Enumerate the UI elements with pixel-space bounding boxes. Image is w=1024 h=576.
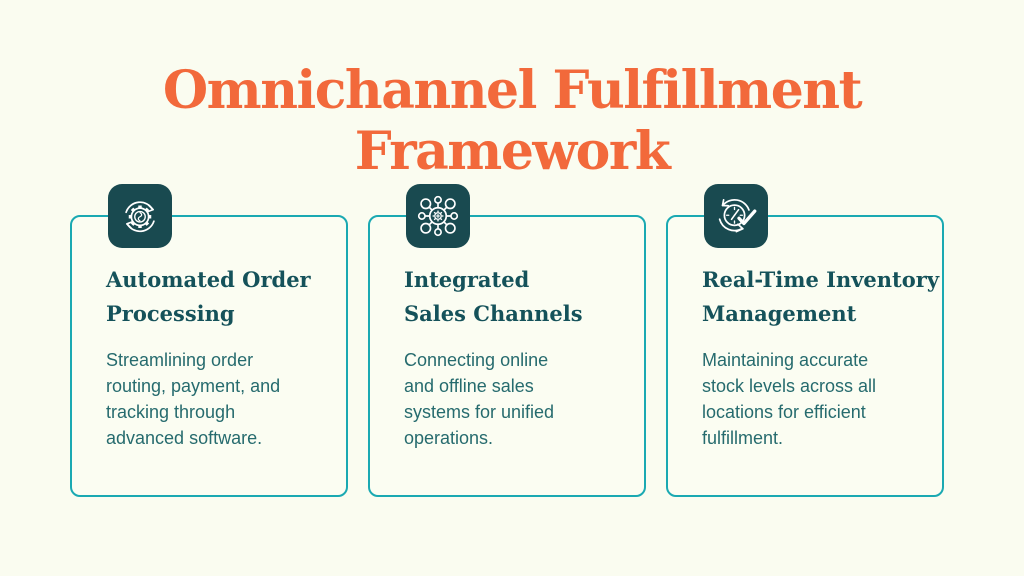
card-description-line: fulfillment. [702, 428, 784, 449]
card-description-line: stock levels across all [702, 376, 877, 397]
hub-network-icon [417, 195, 459, 237]
card-heading-line: Integrated [404, 267, 530, 292]
clock-sync-check-icon-badge [704, 184, 768, 248]
card-heading-line: Management [702, 301, 857, 327]
card-heading: Real-Time Inventory Management [702, 263, 940, 331]
card-description-line: tracking through [106, 402, 236, 423]
card-description-line: and offline sales [404, 376, 534, 397]
card-heading: Integrated Sales Channels [404, 263, 610, 331]
card-heading-line: Automated Order [106, 267, 311, 292]
cards-row: Automated Order Processing Streamlining … [70, 184, 944, 497]
clock-sync-check-icon [718, 198, 757, 233]
card-real-time-inventory-management: Real-Time Inventory Management Maintaini… [666, 184, 944, 497]
card-heading-line: Real-Time Inventory [702, 267, 940, 292]
hub-network-icon-badge [406, 184, 470, 248]
card-automated-order-processing: Automated Order Processing Streamlining … [70, 184, 348, 497]
card-description-line: Streamlining order [106, 350, 254, 371]
page-title: Omnichannel Fulfillment Framework [162, 60, 863, 182]
card-description-line: Maintaining accurate [702, 350, 869, 371]
card-heading-line: Processing [106, 301, 235, 327]
card-description-line: systems for unified [404, 402, 555, 423]
card-description-line: routing, payment, and [106, 376, 281, 397]
card-description-line: advanced software. [106, 428, 263, 449]
card-description: Connecting online and offline sales syst… [404, 347, 610, 451]
card-description-line: locations for efficient [702, 402, 866, 423]
gear-cycle-icon [125, 201, 155, 233]
card-description: Maintaining accurate stock levels across… [702, 347, 908, 451]
card-heading: Automated Order Processing [106, 263, 312, 331]
card-integrated-sales-channels: Integrated Sales Channels Connecting onl… [368, 184, 646, 497]
card-description-line: operations. [404, 428, 494, 449]
card-heading-line: Sales Channels [404, 301, 583, 327]
card-description: Streamlining order routing, payment, and… [106, 347, 312, 451]
gear-cycle-icon-badge [108, 184, 172, 248]
card-description-line: Connecting online [404, 350, 549, 371]
